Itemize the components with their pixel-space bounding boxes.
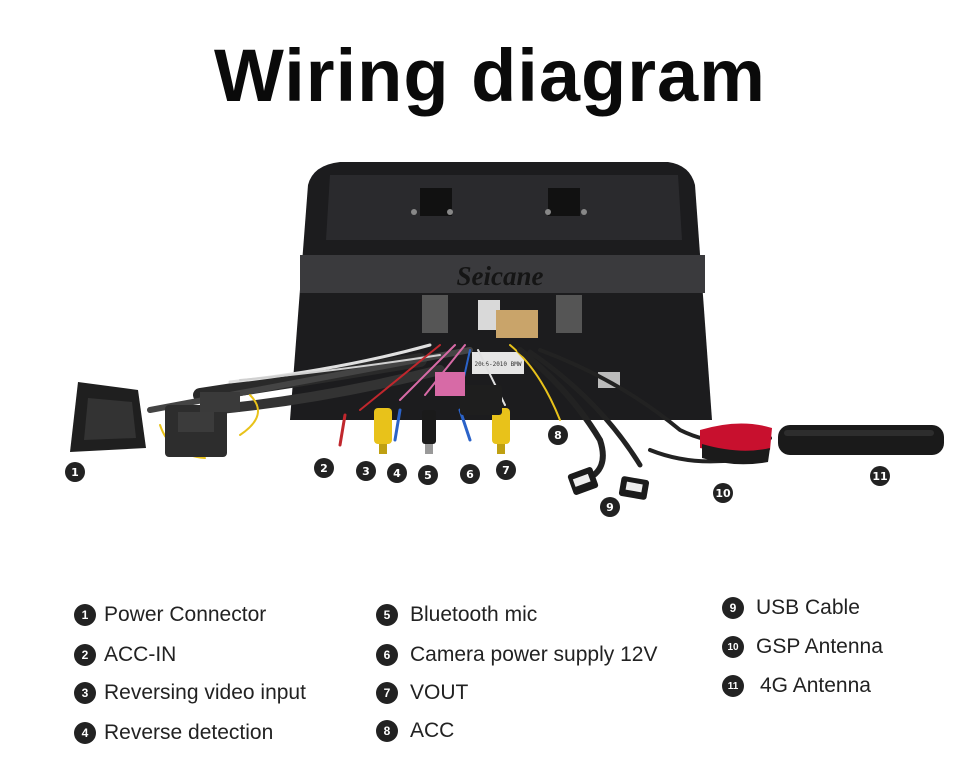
svg-text:5: 5	[424, 469, 432, 482]
callout-4: 4	[387, 463, 407, 483]
svg-text:9: 9	[606, 501, 614, 514]
legend-item-acc-in: 2 ACC-IN	[74, 640, 176, 670]
callout-3: 3	[356, 461, 376, 481]
svg-text:6: 6	[466, 468, 474, 481]
callout-2: 2	[314, 458, 334, 478]
callout-11: 11	[870, 466, 890, 486]
rca-plugs	[374, 372, 510, 454]
legend-label: Reverse detection	[104, 721, 274, 744]
legend-label: 4G Antenna	[760, 674, 871, 697]
svg-text:2: 2	[320, 462, 328, 475]
unit-label: 2006-2010 BMW	[475, 361, 522, 368]
legend-label: Bluetooth mic	[410, 603, 538, 626]
callout-6: 6	[460, 464, 480, 484]
legend-item-reversing-video-input: 3 Reversing video input	[74, 678, 306, 708]
legend-number: 3	[74, 682, 96, 704]
svg-text:8: 8	[554, 429, 562, 442]
legend-number: 8	[376, 720, 398, 742]
svg-text:4: 4	[393, 467, 401, 480]
legend-item-camera-power-supply: 6 Camera power supply 12V	[376, 640, 657, 670]
brand-logo: Seicane	[457, 261, 544, 291]
legend-label: VOUT	[410, 681, 469, 704]
callout-8: 8	[548, 425, 568, 445]
power-connector	[70, 382, 240, 457]
legend-item-4g-antenna: 11 4G Antenna	[722, 671, 871, 701]
legend-number: 10	[722, 636, 744, 658]
diagram-title: Wiring diagram	[214, 34, 766, 117]
legend-number: 6	[376, 644, 398, 666]
legend-label: Camera power supply 12V	[410, 643, 658, 666]
4g-antenna	[778, 425, 944, 455]
legend-number: 5	[376, 604, 398, 626]
legend-item-gsp-antenna: 10 GSP Antenna	[722, 632, 883, 662]
callout-5: 5	[418, 465, 438, 485]
legend-item-power-connector: 1 Power Connector	[74, 600, 266, 630]
callout-1: 1	[65, 462, 85, 482]
callout-7: 7	[496, 460, 516, 480]
legend-number: 11	[722, 675, 744, 697]
legend-item-usb-cable: 9 USB Cable	[722, 593, 860, 623]
legend-label: ACC	[410, 719, 455, 742]
legend-item-reverse-detection: 4 Reverse detection	[74, 718, 273, 748]
svg-text:3: 3	[362, 465, 370, 478]
head-unit-device: Seicane 2006-2010 BMW	[290, 162, 712, 420]
legend-item-bluetooth-mic: 5 Bluetooth mic	[376, 600, 537, 630]
legend-number: 7	[376, 682, 398, 704]
legend-number: 4	[74, 722, 96, 744]
svg-text:10: 10	[715, 487, 731, 500]
legend-label: ACC-IN	[104, 643, 177, 666]
gps-antenna	[700, 423, 772, 465]
legend-label: USB Cable	[756, 596, 860, 619]
callout-10: 10	[713, 483, 733, 503]
legend-label: Power Connector	[104, 603, 267, 626]
svg-text:11: 11	[872, 470, 887, 483]
legend-label: GSP Antenna	[756, 635, 883, 658]
svg-text:1: 1	[71, 466, 79, 479]
legend-number: 2	[74, 644, 96, 666]
legend-number: 9	[722, 597, 744, 619]
callout-9: 9	[600, 497, 620, 517]
legend-number: 1	[74, 604, 96, 626]
legend-item-vout: 7 VOUT	[376, 678, 468, 708]
svg-text:7: 7	[502, 464, 510, 477]
legend-item-acc: 8 ACC	[376, 716, 454, 746]
legend-label: Reversing video input	[104, 681, 306, 704]
usb-cable	[567, 467, 650, 500]
